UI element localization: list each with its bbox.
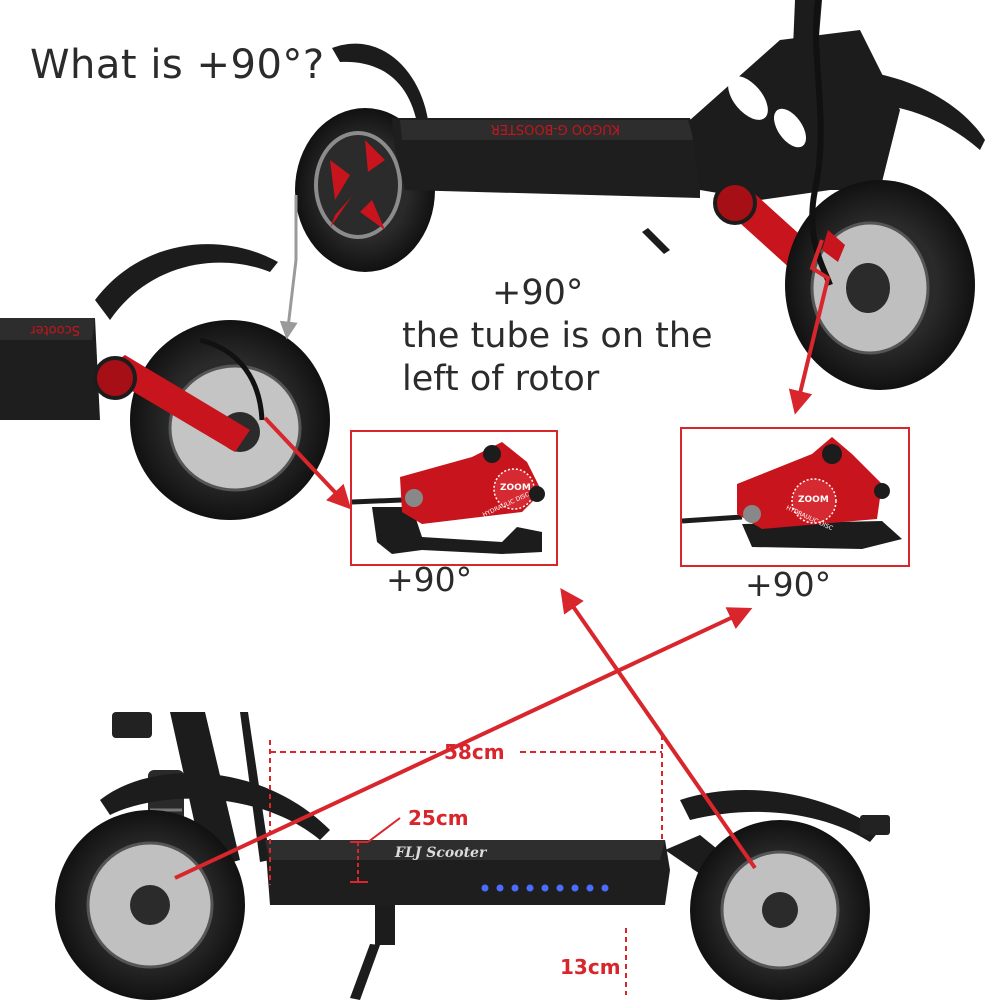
left-caliper-image: ZOOM HYDRAULIC DISC: [351, 442, 545, 554]
page-title: What is +90°?: [30, 42, 325, 88]
measurement-25cm: [350, 817, 401, 883]
description-line-1: the tube is on the: [402, 316, 713, 356]
right-red-arrow: [788, 239, 831, 415]
left-deck-text: Scooter: [30, 322, 80, 337]
right-caliper-brand: ZOOM: [798, 495, 829, 505]
bottom-deck-text: FLJ Scooter: [394, 845, 488, 861]
right-caliper-label: +90°: [745, 565, 832, 604]
cross-arrow-to-left-caliper: [560, 588, 757, 870]
description-block: +90° the tube is on the left of rotor: [402, 272, 713, 401]
left-caliper-label: +90°: [386, 560, 473, 599]
height-measurement: 25cm: [408, 806, 469, 830]
measurement-58cm: [269, 735, 663, 885]
left-caliper-inset: ZOOM HYDRAULIC DISC: [350, 430, 558, 566]
bottom-scooter: FLJ Scooter: [55, 712, 890, 1000]
description-degree: +90°: [492, 273, 584, 313]
gray-arrow: [279, 195, 298, 340]
cross-arrow-to-right-caliper: [174, 607, 753, 880]
length-measurement: 58cm: [444, 740, 505, 764]
top-scooter: KUGOO G-BOOSTER: [295, 0, 985, 390]
clearance-measurement: 13cm: [560, 955, 621, 979]
right-caliper-image: ZOOM HYDRAULIC DISC: [681, 437, 902, 549]
top-deck-text: KUGOO G-BOOSTER: [491, 121, 620, 136]
left-caliper-brand: ZOOM: [500, 483, 531, 493]
left-scooter: Scooter: [0, 244, 330, 520]
left-red-arrow: [263, 416, 352, 510]
description-line-2: left of rotor: [402, 359, 600, 399]
right-caliper-inset: ZOOM HYDRAULIC DISC: [680, 427, 910, 567]
